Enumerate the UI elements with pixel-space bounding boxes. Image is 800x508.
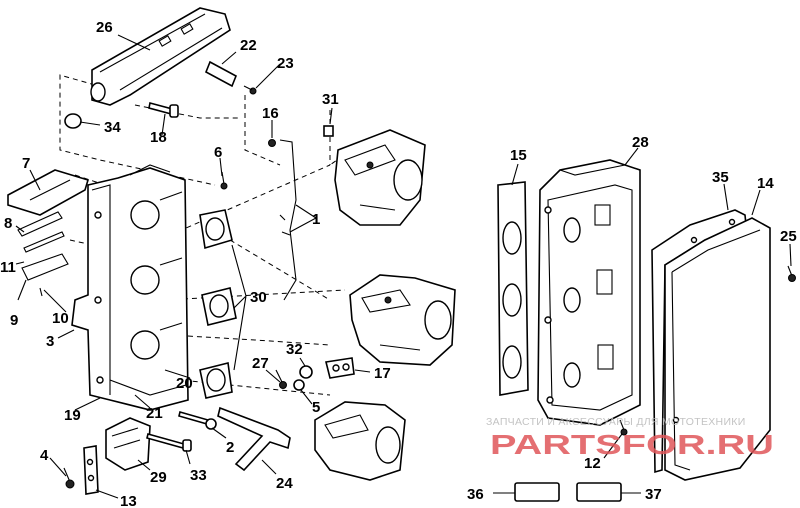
callout-13: 13 [120, 493, 137, 508]
cover-gasket-part [497, 181, 529, 396]
callout-3: 3 [46, 333, 54, 350]
callout-labels: 26 22 23 31 34 18 16 6 7 1 8 11 30 9 10 … [0, 19, 797, 508]
callout-1: 1 [312, 211, 320, 228]
bolt-part [64, 102, 179, 129]
callout-31: 31 [322, 91, 339, 108]
carburetor-middle-part [349, 274, 456, 366]
callout-16: 16 [262, 105, 279, 122]
watermark: ЗАПЧАСТИ И АКСЕССУАРЫ ДЛЯ МОТОТЕХНИКИ PA… [486, 416, 774, 460]
callout-18: 18 [150, 129, 167, 146]
callout-21: 21 [146, 405, 163, 422]
callout-9: 9 [10, 312, 18, 329]
callout-24: 24 [276, 475, 293, 492]
callout-29: 29 [150, 469, 167, 486]
callout-20: 20 [176, 375, 193, 392]
watermark-subtitle: ЗАПЧАСТИ И АКСЕССУАРЫ ДЛЯ МОТОТЕХНИКИ [486, 416, 746, 428]
callout-33: 33 [190, 467, 207, 484]
callout-36: 36 [467, 486, 484, 503]
callout-15: 15 [510, 147, 527, 164]
fastener-parts [275, 357, 355, 391]
carburetor-gasket-part [199, 209, 237, 399]
callout-11: 11 [0, 259, 16, 276]
callout-35: 35 [712, 169, 729, 186]
intake-cover-part [537, 159, 641, 426]
screw-part [220, 171, 228, 190]
lower-bracket-parts [63, 406, 291, 495]
callout-8: 8 [4, 215, 12, 232]
carburetor-top-part [334, 129, 426, 226]
callout-37: 37 [645, 486, 662, 503]
callout-5: 5 [312, 399, 320, 416]
callout-4: 4 [40, 447, 49, 464]
callout-27: 27 [252, 355, 269, 372]
reed-valve-part [7, 169, 89, 297]
callout-26: 26 [96, 19, 113, 36]
callout-30: 30 [250, 289, 267, 306]
intake-silencer-part [90, 7, 231, 106]
callout-28: 28 [632, 134, 649, 151]
callout-17: 17 [374, 365, 391, 382]
callout-25: 25 [780, 228, 797, 245]
callout-7: 7 [22, 155, 30, 172]
callout-22: 22 [240, 37, 257, 54]
kit-37-box [576, 482, 622, 502]
nut-part [323, 125, 334, 137]
kit-36-box [514, 482, 560, 502]
callout-6: 6 [214, 144, 222, 161]
callout-34: 34 [104, 119, 121, 136]
intake-manifold-part [71, 164, 189, 411]
silencer-cover-part [619, 209, 796, 481]
bracket-clip-part [204, 60, 257, 95]
callout-14: 14 [757, 175, 774, 192]
watermark-brand: PARTSFOR.RU [490, 429, 774, 460]
callout-32: 32 [286, 341, 303, 358]
carburetor-bottom-part [314, 401, 406, 481]
callout-leaders [15, 34, 792, 499]
callout-23: 23 [277, 55, 294, 72]
callout-12: 12 [584, 455, 601, 472]
callout-19: 19 [64, 407, 81, 424]
callout-10: 10 [52, 310, 69, 327]
callout-2: 2 [226, 439, 234, 456]
throttle-linkage-part [268, 139, 297, 301]
